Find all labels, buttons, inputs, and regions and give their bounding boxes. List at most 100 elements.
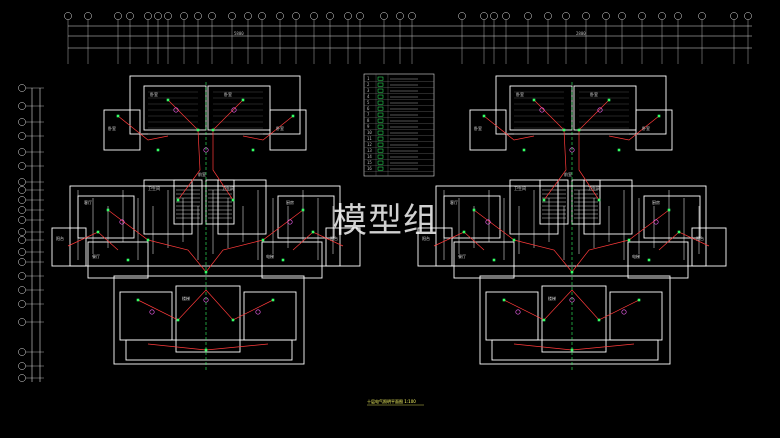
axis-bubble bbox=[18, 132, 26, 140]
left-dimension-chain bbox=[31, 88, 41, 382]
electrical-device bbox=[231, 198, 235, 202]
electrical-device bbox=[176, 198, 180, 202]
room-label: 卫生间 bbox=[222, 185, 234, 191]
legend-row-number: 4 bbox=[367, 94, 370, 99]
axis-bubble bbox=[292, 12, 300, 20]
axis-bubble bbox=[114, 12, 122, 20]
building-plan-left: 卧室卧室卧室卧室客厅厨房卫生间卫生间阳台阳台餐厅电梯楼梯前室 bbox=[51, 75, 361, 372]
axis-bubble bbox=[730, 12, 738, 20]
wiring-run bbox=[571, 209, 670, 273]
legend-row-number: 3 bbox=[367, 88, 370, 93]
axis-bubble bbox=[18, 196, 26, 204]
top-axis-bubbles bbox=[64, 12, 752, 20]
axis-bubble bbox=[18, 318, 26, 326]
wiring-run bbox=[167, 99, 201, 201]
legend-symbol bbox=[377, 166, 384, 171]
axis-bubble bbox=[480, 12, 488, 20]
light-fixture bbox=[597, 107, 603, 113]
wall bbox=[207, 85, 271, 131]
electrical-device bbox=[492, 258, 496, 262]
light-fixture bbox=[621, 309, 627, 315]
electrical-device bbox=[597, 198, 601, 202]
legend-symbol bbox=[377, 76, 384, 81]
axis-bubble bbox=[502, 12, 510, 20]
room-label: 厨房 bbox=[286, 199, 294, 205]
wall bbox=[583, 179, 633, 235]
top-dimension-chain bbox=[68, 25, 752, 49]
legend-row-number: 5 bbox=[367, 100, 370, 105]
axis-bubble bbox=[18, 362, 26, 370]
room-label: 卧室 bbox=[224, 91, 232, 97]
axis-bubble bbox=[18, 84, 26, 92]
electrical-device bbox=[657, 114, 661, 118]
axis-bubble bbox=[18, 216, 26, 224]
room-label: 卧室 bbox=[474, 125, 482, 131]
wall bbox=[217, 179, 267, 235]
legend-symbol bbox=[377, 112, 384, 117]
electrical-device bbox=[667, 208, 671, 212]
legend-symbol bbox=[377, 82, 384, 87]
axis-bubble bbox=[18, 178, 26, 186]
wall bbox=[125, 339, 293, 361]
axis-bubble bbox=[326, 12, 334, 20]
light-fixture bbox=[515, 309, 521, 315]
axis-bubble bbox=[228, 12, 236, 20]
light-fixture bbox=[119, 219, 125, 225]
legend-symbol bbox=[377, 148, 384, 153]
electrical-device bbox=[281, 258, 285, 262]
light-fixture bbox=[173, 107, 179, 113]
building-plan-right: 卧室卧室卧室卧室客厅厨房卫生间卫生间阳台阳台餐厅电梯楼梯前室 bbox=[417, 75, 727, 372]
wall bbox=[635, 109, 673, 151]
legend-row-number: 10 bbox=[367, 130, 372, 135]
room-label: 阳台 bbox=[330, 235, 338, 241]
axis-bubble bbox=[18, 118, 26, 126]
wall bbox=[479, 275, 671, 365]
wall bbox=[691, 227, 727, 267]
electrical-device bbox=[677, 230, 681, 234]
axis-bubble bbox=[544, 12, 552, 20]
axis-bubble bbox=[84, 12, 92, 20]
axis-bubble bbox=[276, 12, 284, 20]
electrical-device bbox=[211, 128, 215, 132]
legend-row-number: 14 bbox=[367, 154, 372, 159]
legend-symbol bbox=[377, 142, 384, 147]
axis-bubble bbox=[490, 12, 498, 20]
electrical-device bbox=[251, 148, 255, 152]
wall bbox=[627, 241, 689, 279]
electrical-device bbox=[617, 148, 621, 152]
wiring-run bbox=[242, 115, 294, 141]
light-fixture bbox=[653, 219, 659, 225]
electrical-device bbox=[562, 128, 566, 132]
wall bbox=[469, 109, 507, 151]
room-label: 电梯 bbox=[632, 253, 640, 259]
room-label: 卧室 bbox=[590, 91, 598, 97]
top-dimension-ticks bbox=[67, 20, 749, 64]
axis-bubble bbox=[144, 12, 152, 20]
electrical-device bbox=[271, 298, 275, 302]
room-label: 卧室 bbox=[150, 91, 158, 97]
axis-bubble bbox=[18, 186, 26, 194]
electrical-device bbox=[542, 198, 546, 202]
axis-bubble bbox=[18, 374, 26, 382]
watermark-text: 模型组 bbox=[333, 201, 438, 241]
electrical-device bbox=[482, 114, 486, 118]
axis-bubble bbox=[744, 12, 752, 20]
electrical-device bbox=[607, 98, 611, 102]
axis-bubble bbox=[244, 12, 252, 20]
room-label: 卫生间 bbox=[588, 185, 600, 191]
legend-row-number: 6 bbox=[367, 106, 370, 111]
axis-bubble bbox=[18, 272, 26, 280]
light-fixture bbox=[287, 219, 293, 225]
room-label: 卧室 bbox=[108, 125, 116, 131]
axis-bubble bbox=[380, 12, 388, 20]
axis-bubble bbox=[64, 12, 72, 20]
wall bbox=[51, 227, 87, 267]
wall bbox=[261, 241, 323, 279]
electrical-device bbox=[241, 98, 245, 102]
legend-symbol bbox=[377, 160, 384, 165]
electrical-device bbox=[532, 98, 536, 102]
room-label: 前室 bbox=[198, 171, 206, 177]
legend-symbol bbox=[377, 136, 384, 141]
